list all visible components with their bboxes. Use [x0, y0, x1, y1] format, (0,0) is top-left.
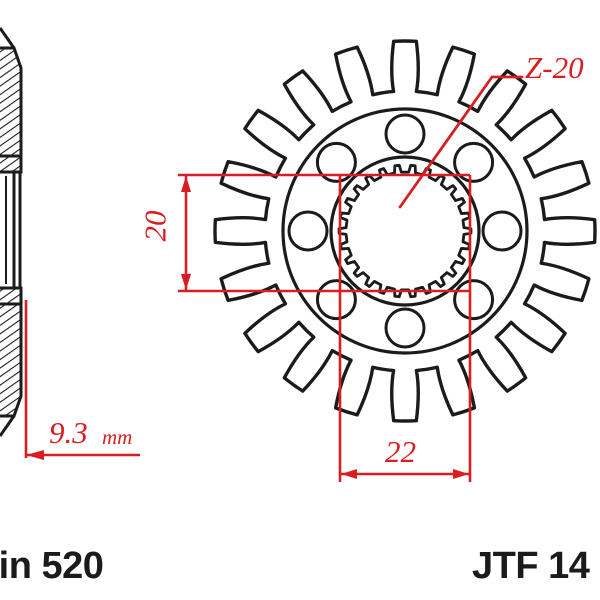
- dimension-layer: [24, 75, 524, 482]
- lightening-hole-group: [287, 113, 523, 349]
- front-view-sprocket: [213, 39, 597, 423]
- arrow-22-right: [453, 469, 469, 479]
- section-tip-bottom: [0, 415, 16, 437]
- caption-part-number: JTF 14: [472, 545, 590, 587]
- arrow-93-left: [26, 450, 44, 460]
- lightening-hole: [453, 279, 495, 321]
- bore-width-dimension-label: 22: [385, 434, 416, 469]
- lightening-hole: [315, 141, 357, 183]
- section-tip-top: [0, 27, 16, 49]
- arrow-22-left: [341, 469, 357, 479]
- bore-height-dimension-label: 20: [137, 210, 173, 242]
- arrow-20-bottom: [181, 274, 191, 290]
- lightening-hole: [481, 210, 523, 252]
- lightening-hole: [287, 210, 329, 252]
- leader-line-z20: [398, 75, 524, 209]
- side-section-view: [0, 27, 23, 437]
- section-upper-tooth-band: [0, 46, 23, 158]
- section-upper-shoulder: [0, 154, 23, 174]
- section-lower-tooth-band: [0, 302, 23, 418]
- caption-chain-pitch: ain 520: [0, 545, 104, 587]
- arrow-20-top: [181, 176, 191, 192]
- lightening-hole: [384, 113, 426, 155]
- lightening-hole: [384, 307, 426, 349]
- hub-inner-circle: [329, 155, 481, 307]
- section-lower-shoulder: [0, 286, 23, 306]
- lightening-hole: [315, 279, 357, 321]
- thickness-dimension-value: 9.3: [49, 415, 88, 450]
- hub-outer-circle: [281, 107, 529, 355]
- lightening-hole: [453, 141, 495, 183]
- tooth-count-label: Z-20: [525, 50, 584, 85]
- thickness-dimension-unit: mm: [102, 425, 133, 449]
